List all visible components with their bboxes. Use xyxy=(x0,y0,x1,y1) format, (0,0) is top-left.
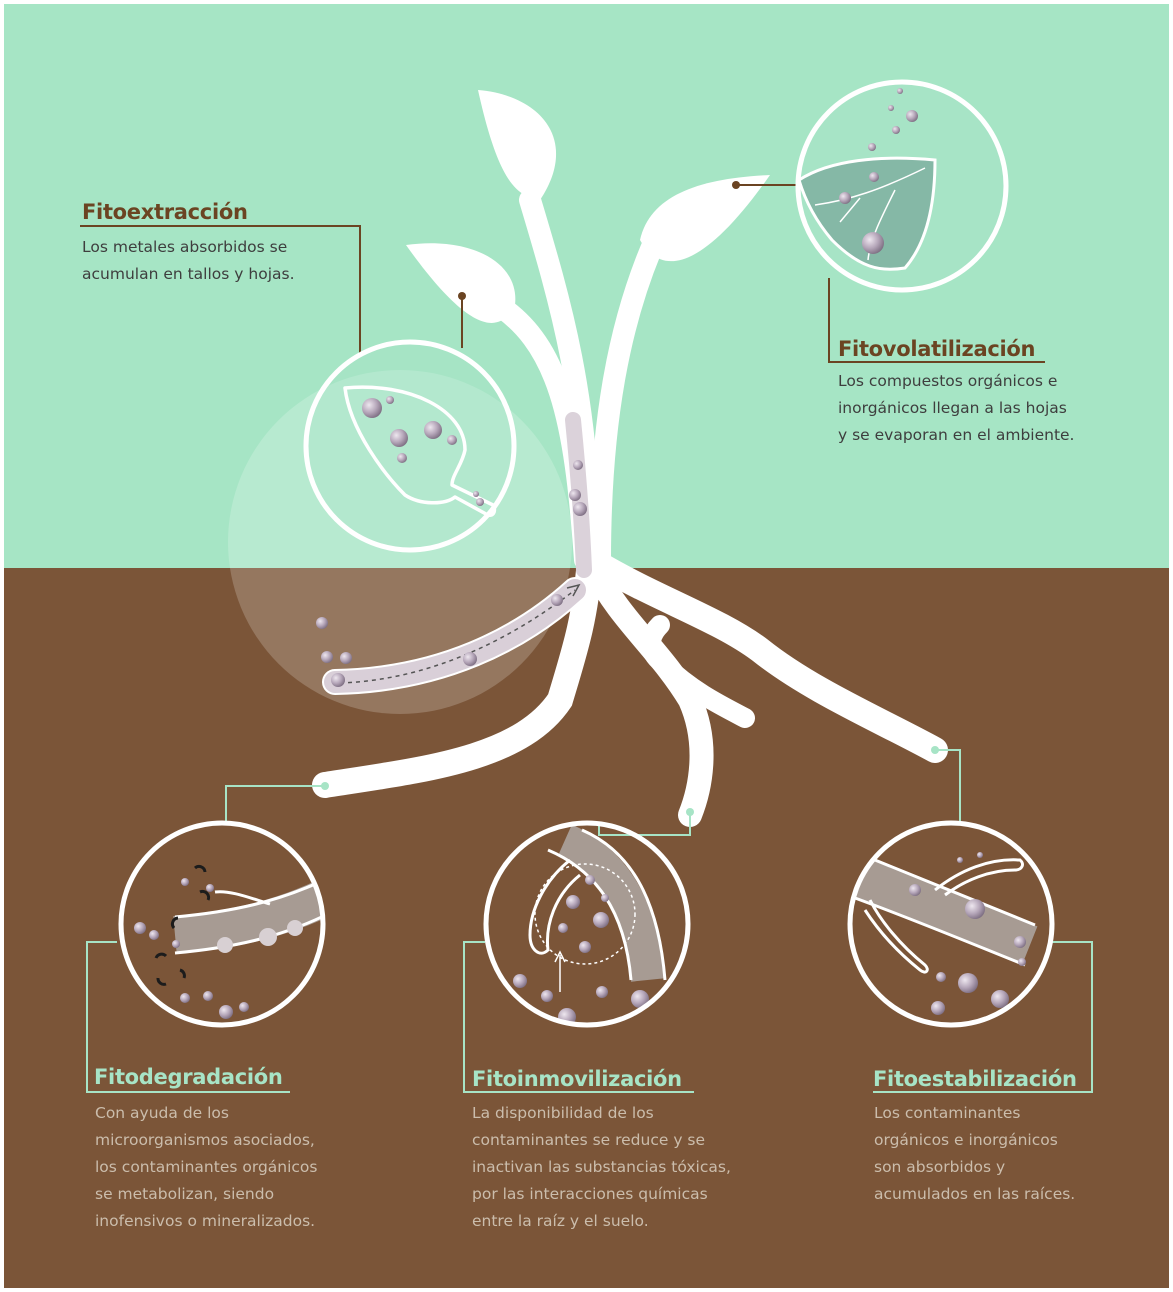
description-line: acumulan en tallos y hojas. xyxy=(82,261,295,288)
description-line: orgánicos e inorgánicos xyxy=(874,1127,1075,1154)
fitovolatilizacion-bubble xyxy=(798,82,1006,290)
description-line: y se evaporan en el ambiente. xyxy=(838,422,1075,449)
fitoextraccion-bubble xyxy=(306,342,514,550)
fitoextraccion-description: Los metales absorbidos se acumulan en ta… xyxy=(82,234,295,288)
description-line: acumulados en las raíces. xyxy=(874,1181,1075,1208)
description-line: se metabolizan, siendo xyxy=(95,1181,318,1208)
fitoextraccion-title: Fitoextracción xyxy=(82,199,248,225)
fitoinmovilizacion-description: La disponibilidad de los contaminantes s… xyxy=(472,1100,731,1235)
description-line: inactivan las substancias tóxicas, xyxy=(472,1154,731,1181)
description-line: por las interacciones químicas xyxy=(472,1181,731,1208)
description-line: contaminantes se reduce y se xyxy=(472,1127,731,1154)
fitovolatilizacion-description: Los compuestos orgánicos e inorgánicos l… xyxy=(838,368,1075,449)
description-line: los contaminantes orgánicos xyxy=(95,1154,318,1181)
description-line: Con ayuda de los xyxy=(95,1100,318,1127)
description-line: microorganismos asociados, xyxy=(95,1127,318,1154)
fitodegradacion-description: Con ayuda de los microorganismos asociad… xyxy=(95,1100,318,1235)
description-line: Los contaminantes xyxy=(874,1100,1075,1127)
fitovolatilizacion-title: Fitovolatilización xyxy=(838,336,1035,362)
fitoestabilizacion-description: Los contaminantes orgánicos e inorgánico… xyxy=(874,1100,1075,1208)
description-line: inofensivos o mineralizados. xyxy=(95,1208,318,1235)
description-line: La disponibilidad de los xyxy=(472,1100,731,1127)
description-line: Los metales absorbidos se xyxy=(82,234,295,261)
description-line: Los compuestos orgánicos e xyxy=(838,368,1075,395)
fitoinmovilizacion-title: Fitoinmovilización xyxy=(472,1066,682,1092)
description-line: inorgánicos llegan a las hojas xyxy=(838,395,1075,422)
fitodegradacion-title: Fitodegradación xyxy=(94,1064,283,1090)
description-line: son absorbidos y xyxy=(874,1154,1075,1181)
fitoestabilizacion-title: Fitoestabilización xyxy=(873,1066,1077,1092)
description-line: entre la raíz y el suelo. xyxy=(472,1208,731,1235)
